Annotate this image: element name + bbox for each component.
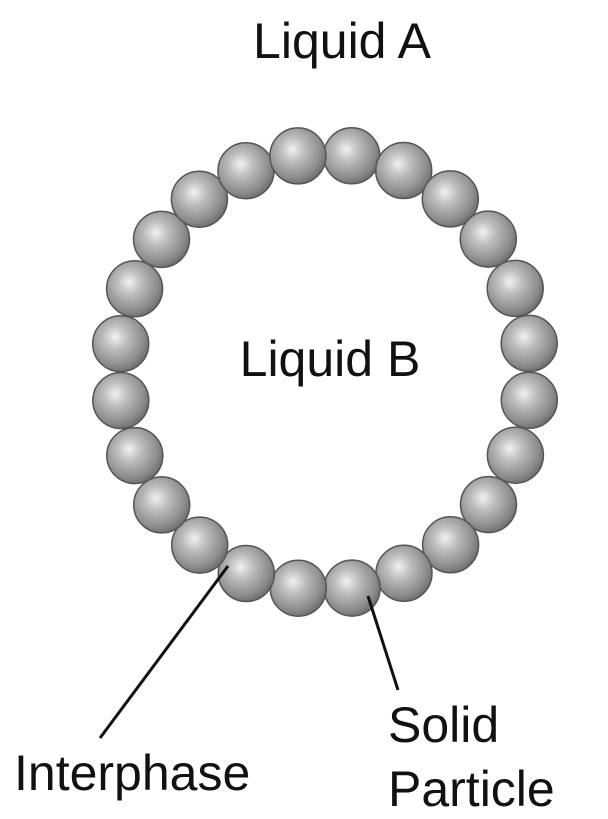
solid-particle [93, 316, 149, 372]
interphase-label: Interphase [14, 745, 250, 801]
particle-label: Particle [388, 761, 555, 817]
solid-particle [107, 428, 163, 484]
solid-particle [501, 315, 557, 371]
solid-particle [270, 560, 326, 616]
solid-particle [324, 128, 380, 184]
liquid-a-label: Liquid A [253, 13, 432, 69]
solid-particle [93, 373, 149, 429]
solid-particle-leader-line [368, 596, 398, 690]
interphase-leader-line [100, 566, 228, 738]
solid-particle [487, 427, 543, 483]
liquid-b-label: Liquid B [240, 331, 421, 387]
solid-particle [460, 211, 516, 267]
solid-particle [107, 261, 163, 317]
solid-particle [218, 143, 274, 199]
solid-label: Solid [388, 697, 499, 753]
solid-particle [270, 128, 326, 184]
solid-particle [487, 260, 543, 316]
solid-particle [376, 545, 432, 601]
solid-particle [501, 372, 557, 428]
solid-particle [134, 477, 190, 533]
